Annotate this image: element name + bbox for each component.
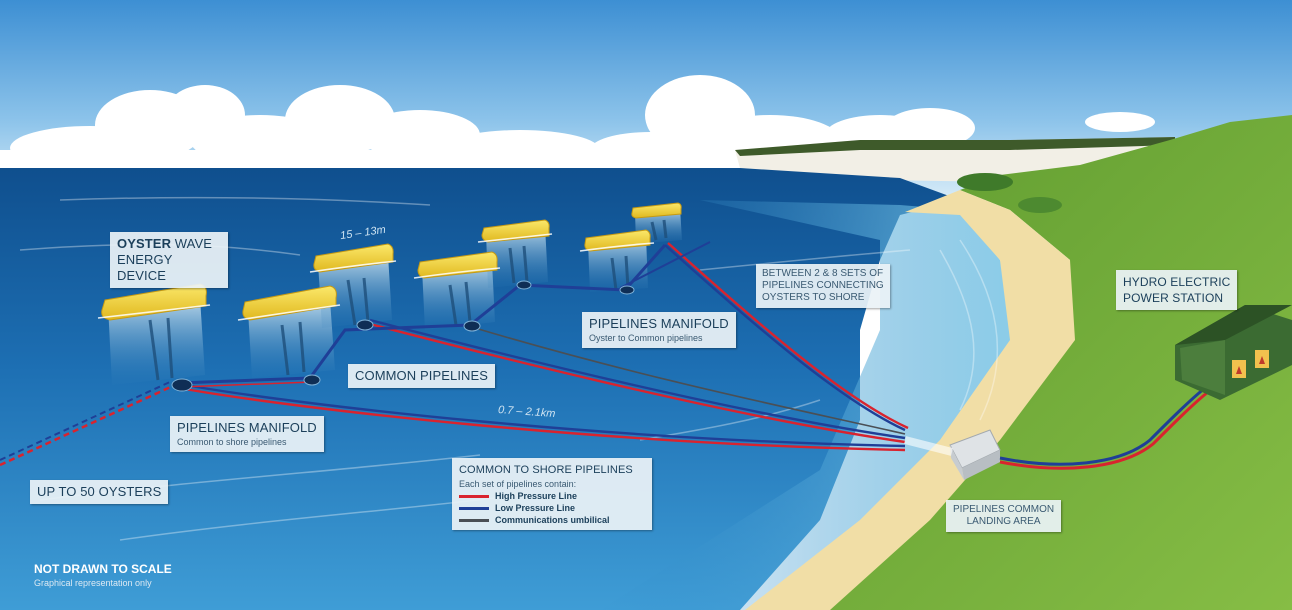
device-submerged-parts [108, 208, 682, 385]
landing-area-label: PIPELINES COMMON LANDING AREA [946, 500, 1062, 532]
between-sets-line1: BETWEEN 2 & 8 SETS OF [762, 268, 884, 279]
landing-line2: LANDING AREA [966, 516, 1041, 527]
onshore-pipeline [999, 386, 1206, 466]
between-sets-label: BETWEEN 2 & 8 SETS OF PIPELINES CONNECTI… [756, 264, 890, 308]
oyster-devices [101, 202, 682, 321]
umbilical-swatch [459, 518, 489, 522]
manifold-shore-sub: Common to shore pipelines [177, 437, 287, 447]
hydro-station-label: HYDRO ELECTRIC POWER STATION [1116, 270, 1238, 310]
sea [0, 168, 960, 610]
manifold-oyster-title: PIPELINES MANIFOLD [589, 316, 729, 331]
onshore-pipeline [999, 390, 1209, 470]
graphical-only: Graphical representation only [34, 578, 152, 588]
manifold-nodes [171, 280, 635, 392]
oyster-device-line2: ENERGY DEVICE [117, 252, 173, 283]
manifold-shore-label: PIPELINES MANIFOLD Common to shore pipel… [170, 416, 324, 452]
not-to-scale: NOT DRAWN TO SCALE [34, 562, 172, 576]
shore-pipelines [184, 242, 909, 452]
up-to-50-text: UP TO 50 OYSTERS [37, 484, 162, 499]
landing-line1: PIPELINES COMMON [953, 504, 1055, 515]
extension-pipeline [0, 380, 173, 461]
legend-box: COMMON TO SHORE PIPELINES Each set of pi… [452, 458, 652, 530]
oyster-device-label: OYSTER WAVE ENERGY DEVICE [110, 232, 228, 288]
cliff-top [735, 137, 1175, 156]
beach [745, 190, 1075, 610]
landing-area-block [949, 429, 1001, 480]
high-pressure-swatch [459, 494, 489, 498]
legend-title: COMMON TO SHORE PIPELINES [459, 464, 633, 476]
wave-foam [97, 233, 655, 321]
legend-item-umbilical: Communications umbilical [459, 514, 645, 526]
oyster-device-bold: OYSTER [117, 236, 172, 251]
manifold-oyster-label: PIPELINES MANIFOLD Oyster to Common pipe… [582, 312, 736, 348]
manifold-oyster-sub: Oyster to Common pipelines [589, 333, 703, 343]
manifold-shore-title: PIPELINES MANIFOLD [177, 420, 317, 435]
clouds [0, 75, 1155, 180]
up-to-50-label: UP TO 50 OYSTERS [30, 480, 169, 504]
legend-label-high: High Pressure Line [495, 491, 578, 501]
device-legs [148, 219, 668, 381]
between-sets-line3: OYSTERS TO SHORE [762, 292, 865, 303]
common-pipelines-text: COMMON PIPELINES [355, 368, 489, 383]
hydro-line2: POWER STATION [1123, 291, 1224, 305]
legend-label-umbilical: Communications umbilical [495, 515, 610, 525]
scale-footnote: NOT DRAWN TO SCALE Graphical representat… [34, 562, 172, 589]
bush [957, 173, 1013, 191]
oyster-device-rest: WAVE [171, 236, 213, 251]
legend-item-high: High Pressure Line [459, 490, 645, 502]
extension-pipeline [0, 383, 176, 467]
bush [1018, 197, 1062, 213]
legend-subtitle: Each set of pipelines contain: [459, 479, 577, 489]
legend-label-low: Low Pressure Line [495, 503, 576, 513]
common-pipelines-label: COMMON PIPELINES [348, 364, 496, 388]
low-pressure-swatch [459, 506, 489, 510]
landing-pipelines [904, 436, 953, 456]
grass-hill [790, 115, 1292, 610]
power-station [1175, 305, 1292, 400]
hydro-line1: HYDRO ELECTRIC [1123, 275, 1231, 289]
between-sets-line2: PIPELINES CONNECTING [762, 280, 884, 291]
legend-item-low: Low Pressure Line [459, 502, 645, 514]
